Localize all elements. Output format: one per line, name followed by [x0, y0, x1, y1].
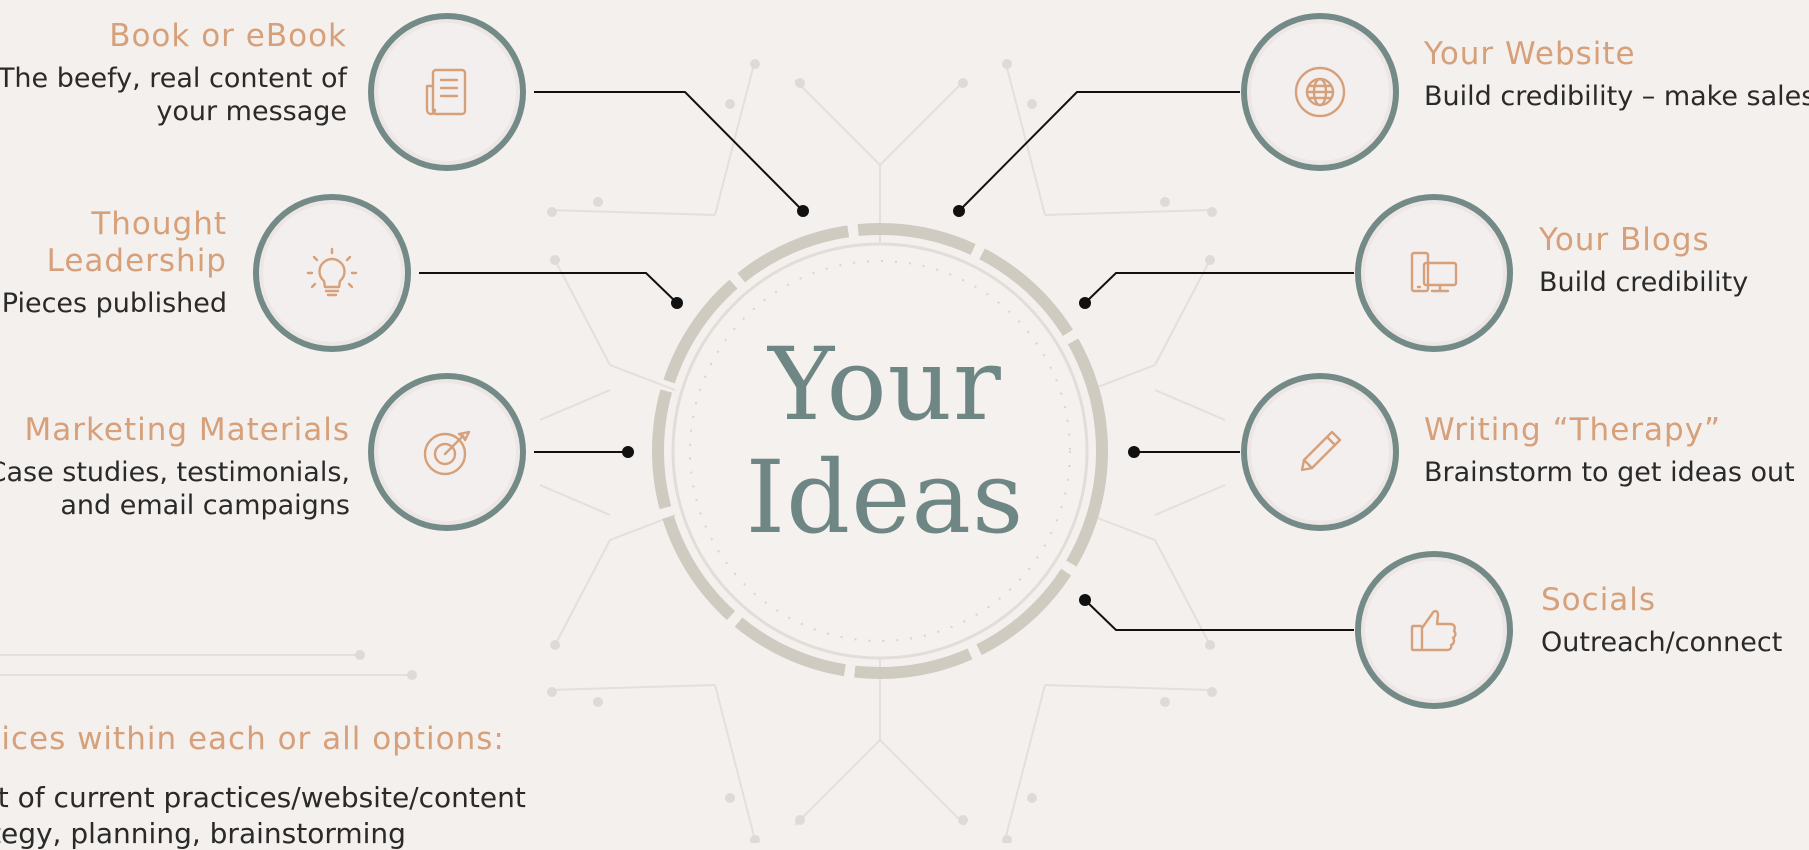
- devices-icon: [1410, 251, 1458, 293]
- node-writing-text: Writing “Therapy” Brainstorm to get idea…: [1424, 412, 1809, 490]
- globe-icon: [1294, 66, 1346, 118]
- node-blogs-title: Your Blogs: [1539, 222, 1710, 258]
- node-blogs-desc-line1: Build credibility: [1539, 267, 1749, 299]
- node-website-text: Your Website Build credibility – make sa…: [1424, 36, 1809, 114]
- node-marketing-desc-line2: and email campaigns: [60, 489, 350, 521]
- node-socials-desc-line1: Outreach/connect: [1541, 627, 1783, 659]
- connector-website: [958, 91, 1240, 212]
- services-line-1: it of current practices/website/content: [0, 781, 526, 814]
- node-marketing-desc-line1: Case studies, testimonials,: [0, 457, 350, 489]
- node-marketing-text: Marketing Materials Case studies, testim…: [0, 412, 350, 522]
- node-website-title: Your Website: [1424, 36, 1636, 72]
- center-hub: [652, 223, 1108, 679]
- connector-dots: [622, 205, 1140, 606]
- node-book-text: Book or eBook The beefy, real content of…: [0, 18, 347, 128]
- connector-blogs: [1084, 272, 1354, 304]
- node-book-desc-line2: your message: [156, 95, 347, 127]
- background-web: [0, 59, 1226, 841]
- node-book-title: Book or eBook: [109, 18, 347, 54]
- pencil-icon: [1300, 430, 1342, 472]
- background-dots: [355, 59, 1217, 843]
- connector-socials: [1084, 599, 1354, 631]
- node-book-desc-line1: The beefy, real content of: [0, 63, 347, 95]
- connectors: [419, 91, 1354, 631]
- node-thought-ring: [253, 194, 411, 352]
- connector-book: [534, 91, 804, 212]
- node-writing-title: Writing “Therapy”: [1424, 412, 1722, 448]
- connector-thought: [419, 272, 678, 304]
- node-website-ring: [1241, 13, 1399, 171]
- node-thought-desc-line1: Pieces published: [1, 288, 227, 320]
- document-icon: [425, 68, 467, 116]
- node-writing-desc-line1: Brainstorm to get ideas out: [1424, 457, 1795, 489]
- node-blogs-text: Your Blogs Build credibility: [1539, 222, 1809, 300]
- node-blogs-ring: [1355, 194, 1513, 352]
- node-marketing-ring: [368, 373, 526, 531]
- lightbulb-icon: [306, 247, 358, 297]
- node-website-desc-line1: Build credibility – make sales: [1424, 81, 1809, 113]
- target-icon: [423, 430, 471, 476]
- node-socials-text: Socials Outreach/connect: [1541, 582, 1809, 660]
- thumbs-up-icon: [1410, 609, 1457, 652]
- node-thought-text: Thought Leadership Pieces published: [0, 206, 227, 321]
- center-title-line1: Your: [768, 326, 1002, 443]
- node-thought-title-line2: Leadership: [46, 243, 227, 280]
- center-title-line2: Ideas: [745, 439, 1025, 556]
- services-line-2: tegy, planning, brainstorming: [0, 817, 406, 850]
- node-socials-ring: [1355, 551, 1513, 709]
- node-thought-title-line1: Thought: [91, 206, 227, 242]
- services-heading: vices within each or all options:: [0, 721, 505, 757]
- node-writing-ring: [1241, 373, 1399, 531]
- node-marketing-title: Marketing Materials: [24, 412, 350, 448]
- node-book-ring: [368, 13, 526, 171]
- node-socials-title: Socials: [1541, 582, 1657, 618]
